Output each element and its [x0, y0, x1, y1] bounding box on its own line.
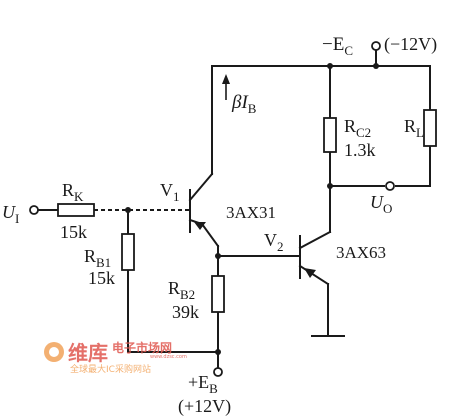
supply-bottom-label: +EB: [188, 372, 218, 396]
junction-dot: [373, 63, 379, 69]
rc2-value: 1.3k: [344, 140, 376, 160]
junction-dot: [327, 183, 333, 189]
watermark-brand: 维库: [68, 341, 108, 365]
supply-bottom-value: (+12V): [178, 396, 231, 417]
input-terminal: [29, 205, 39, 215]
resistor-rb1: [121, 233, 135, 271]
v1-label: V1: [160, 180, 180, 204]
output-label: UO: [370, 192, 392, 216]
v2-emitter-arrow-icon: [304, 268, 316, 278]
resistor-rk: [57, 203, 95, 217]
v1-emitter-lead: [200, 222, 220, 248]
v2-emitter-lead: [298, 264, 330, 286]
current-label: βIB: [231, 92, 257, 116]
watermark-logo: 维库 电子市场网 www.dzsc.com 全球最大IC采购网站: [44, 340, 187, 375]
output-terminal: [385, 181, 395, 191]
current-arrow-head-icon: [222, 74, 230, 84]
resistor-rl: [423, 109, 437, 147]
watermark-url: www.dzsc.com: [150, 354, 187, 360]
junction-dot: [327, 63, 333, 69]
rl-label: RL: [404, 116, 424, 140]
v2-part: 3AX63: [336, 243, 386, 262]
resistor-rc2: [323, 117, 337, 153]
rk-value: 15k: [60, 222, 87, 242]
input-label: UI: [2, 202, 19, 226]
supply-bottom-terminal: [213, 367, 223, 377]
v2-collector-lead: [298, 230, 332, 250]
v2-label: V2: [264, 230, 284, 254]
supply-top-terminal: [371, 41, 381, 51]
junction-dot: [215, 253, 221, 259]
rc2-label: RC2: [344, 116, 371, 140]
v1-emitter-arrow-icon: [194, 222, 206, 230]
rk-label: RK: [62, 180, 84, 204]
rb1-value: 15k: [88, 268, 115, 288]
supply-top-label: −EC: [322, 34, 353, 58]
rb1-label: RB1: [84, 246, 111, 270]
resistor-rb2: [211, 275, 225, 313]
watermark-emblem-inner-icon: [49, 347, 59, 357]
watermark-line2: 全球最大IC采购网站: [70, 363, 151, 375]
supply-top-value: (−12V): [384, 34, 437, 55]
rb2-label: RB2: [168, 278, 195, 302]
junction-dot: [125, 207, 131, 213]
rb2-value: 39k: [172, 302, 199, 322]
junction-dot: [215, 349, 221, 355]
watermark-line1: 电子市场网: [112, 340, 172, 355]
v1-part: 3AX31: [226, 203, 276, 222]
v1-collector-lead: [188, 172, 214, 202]
